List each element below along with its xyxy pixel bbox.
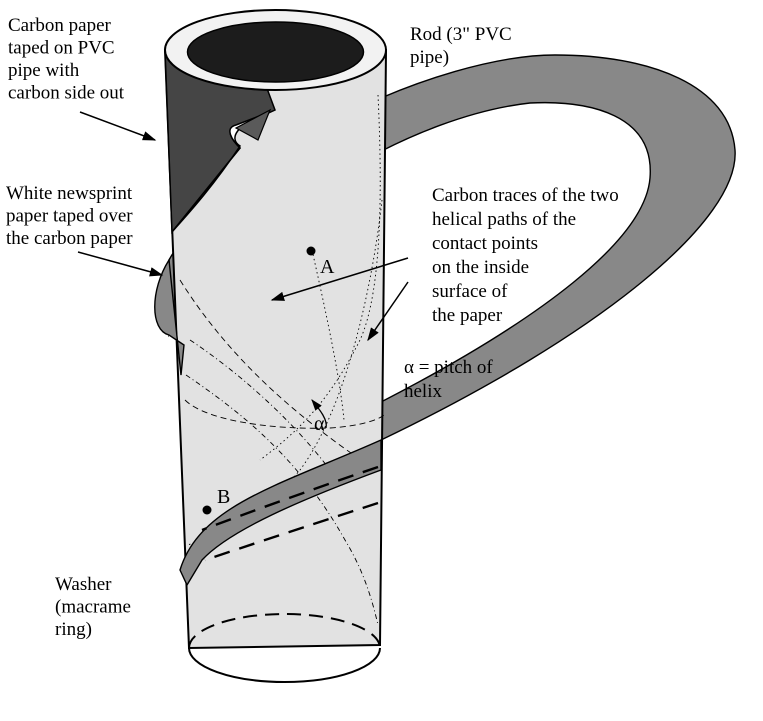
label-pitch-line: α = pitch of [404, 357, 493, 378]
newsprint-curl [171, 114, 263, 233]
label-pitch-line: helix [404, 381, 442, 402]
arrow-newsprint [77, 251, 164, 277]
pipe-bottom-front [188, 647, 381, 683]
label-carbon-traces-line: Carbon traces of the two [432, 185, 619, 206]
washer-hidden-edges [201, 465, 379, 562]
label-washer-line: (macrame [55, 597, 131, 618]
label-carbon-traces-line: helical paths of the [432, 209, 576, 230]
point-b-dot [202, 505, 212, 515]
label-carbon-paper-line: taped on PVC [8, 38, 115, 59]
label-newsprint-line: the carbon paper [6, 228, 133, 249]
alpha-arc [311, 399, 327, 429]
label-washer-line: ring) [55, 619, 92, 640]
label-carbon-paper-line: carbon side out [8, 83, 125, 104]
label-carbon-traces-line: on the inside [432, 257, 529, 278]
label-carbon-paper-line: Carbon paper [8, 15, 112, 36]
pipe-bore [186, 21, 365, 83]
label-rod-line: pipe) [410, 47, 449, 68]
label-newsprint-line: paper taped over [6, 206, 133, 227]
label-carbon-paper-line: pipe with [8, 60, 80, 81]
label-newsprint-line: White newsprint [6, 183, 133, 204]
label-carbon-traces-line: surface of [432, 281, 508, 302]
leader-arrows [77, 111, 409, 342]
label-carbon-traces-line: contact points [432, 233, 538, 254]
point-a-dot [306, 246, 316, 256]
label-rod-line: Rod (3" PVC [410, 24, 512, 45]
label-pitch: α = pitch of helix [404, 357, 493, 402]
alpha-label: α [314, 413, 325, 435]
point-b-label: B [217, 486, 230, 508]
arrow-carbon-paper [79, 111, 157, 141]
point-a-label: A [320, 256, 335, 278]
arrow-trace-b [367, 281, 409, 342]
carbon-paper-fold [234, 108, 272, 141]
label-washer-line: Washer [55, 574, 112, 595]
label-carbon-traces: Carbon traces of the two helical paths of… [432, 185, 619, 326]
arrow-trace-a [270, 257, 409, 301]
label-carbon-traces-line: the paper [432, 305, 503, 326]
